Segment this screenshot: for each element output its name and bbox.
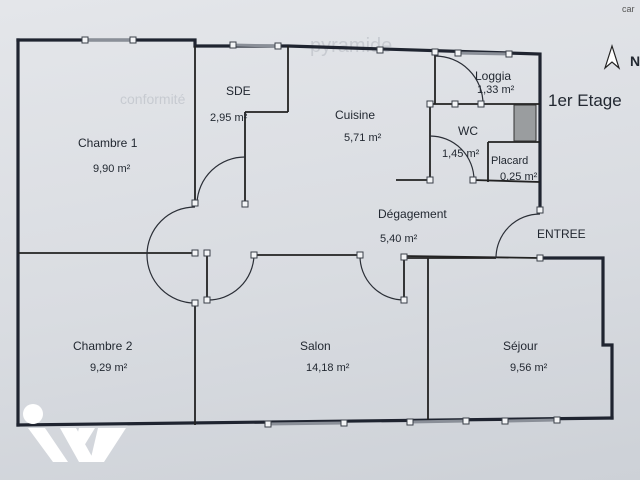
windows bbox=[86, 38, 558, 426]
room-loggia-area: 1,33 m² bbox=[477, 84, 515, 96]
room-chambre1-area: 9,90 m² bbox=[93, 163, 131, 175]
room-cuisine-name: Cuisine bbox=[335, 108, 375, 122]
room-chambre2-area: 9,29 m² bbox=[90, 362, 128, 374]
room-degagement-area: 5,40 m² bbox=[380, 233, 418, 245]
room-sde-name: SDE bbox=[226, 84, 251, 98]
watermark-text: pyramide bbox=[310, 35, 392, 57]
room-chambre2-name: Chambre 2 bbox=[73, 339, 133, 353]
door-arcs bbox=[146, 55, 541, 304]
entrance-label: ENTREE bbox=[537, 227, 586, 241]
agency-logo-icon bbox=[23, 404, 126, 462]
room-wc-area: 1,45 m² bbox=[442, 148, 480, 160]
room-placard-area: 0,25 m² bbox=[500, 171, 538, 183]
room-cuisine-area: 5,71 m² bbox=[344, 132, 382, 144]
north-arrow-icon bbox=[603, 44, 621, 70]
room-placard-name: Placard bbox=[491, 155, 528, 167]
corner-text: car bbox=[622, 4, 635, 14]
room-sejour-name: Séjour bbox=[503, 339, 538, 353]
room-wc-name: WC bbox=[458, 124, 478, 138]
room-salon-area: 14,18 m² bbox=[306, 362, 350, 374]
room-sejour-area: 9,56 m² bbox=[510, 362, 548, 374]
wall-nodes bbox=[81, 36, 561, 428]
watermark-text-2: conformité bbox=[120, 91, 186, 107]
room-loggia-name: Loggia bbox=[475, 69, 511, 83]
room-degagement-name: Dégagement bbox=[378, 207, 447, 221]
north-letter: N bbox=[630, 53, 640, 69]
placard-fill bbox=[513, 104, 537, 142]
room-sde-area: 2,95 m² bbox=[210, 112, 248, 124]
level-label: 1er Etage bbox=[548, 91, 622, 110]
interior-walls bbox=[18, 46, 541, 425]
room-salon-name: Salon bbox=[300, 339, 331, 353]
room-chambre1-name: Chambre 1 bbox=[78, 136, 138, 150]
